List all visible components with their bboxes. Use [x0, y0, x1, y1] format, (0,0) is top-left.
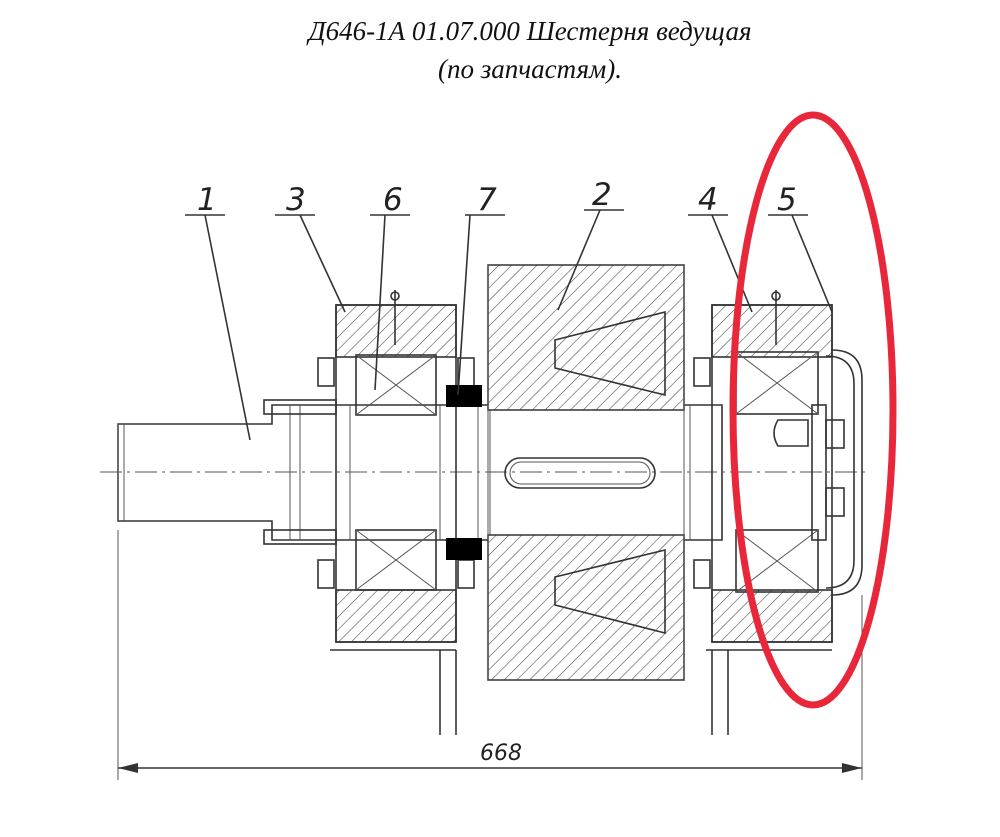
end-cover [773, 349, 863, 596]
callout-2: 2 [592, 177, 612, 213]
drawing-title: Д646-1А 01.07.000 Шестерня ведущая [308, 16, 752, 46]
left-bearing-housing [263, 290, 475, 735]
dimension-label: 668 [480, 741, 522, 766]
leader-lines [185, 209, 833, 441]
left-bearing [355, 354, 437, 591]
shaft [100, 404, 870, 541]
callout-6: 6 [383, 182, 403, 218]
highlight-ellipse [729, 111, 897, 709]
callout-7: 7 [477, 182, 497, 218]
callout-4: 4 [698, 182, 718, 218]
spacer-ring [446, 385, 482, 560]
drive-gear [487, 264, 685, 681]
callout-1: 1 [197, 182, 217, 218]
drawing-subtitle: (по запчастям). [438, 54, 622, 84]
dimension-line [117, 530, 863, 780]
callout-3: 3 [286, 182, 306, 218]
callout-5: 5 [777, 182, 797, 218]
